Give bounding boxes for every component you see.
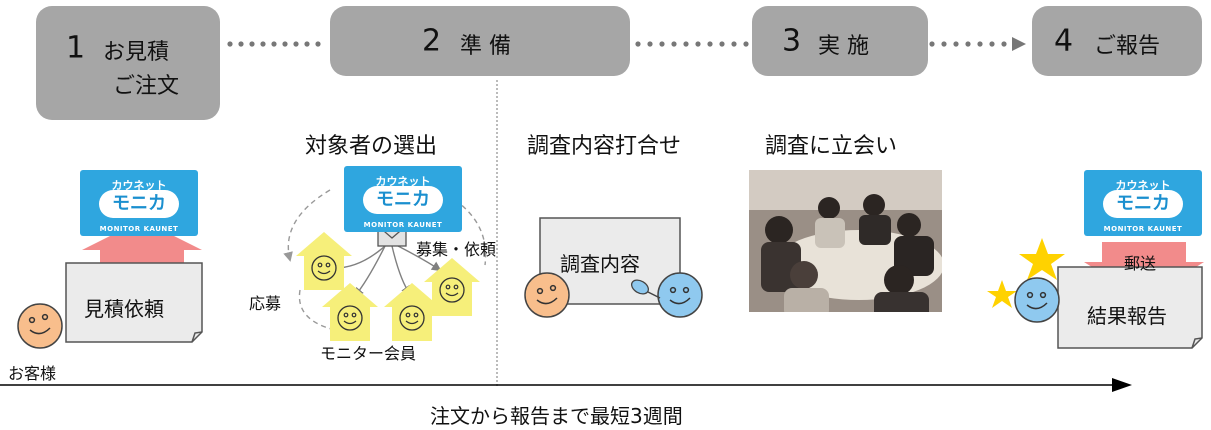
request-quote-label: 見積依頼 [84, 297, 164, 321]
step-4-box: 4 ご報告 [1032, 6, 1202, 76]
staff-face-icon [1014, 277, 1060, 323]
staff-face-icon [630, 272, 703, 318]
heading-attend: 調査に立会い [765, 134, 898, 159]
step-3-number: 3 [782, 23, 802, 59]
member-house-icon [384, 283, 440, 341]
member-house-icon [322, 283, 378, 341]
customer-face-icon [524, 272, 570, 318]
step-1-number: 1 [66, 30, 86, 66]
step-2-box: 2 準 備 [330, 6, 630, 76]
meeting-photo [749, 170, 942, 312]
heading-selection: 対象者の選出 [305, 134, 438, 159]
step-2-number: 2 [422, 23, 442, 59]
step-4-label: ご報告 [1094, 34, 1161, 59]
dotted-connector-3-4 [929, 37, 1026, 51]
members-label: モニター会員 [320, 344, 417, 363]
heading-meeting: 調査内容打合せ [527, 134, 682, 159]
monika-logo: カウネット モニカ MONITOR KAUNET [1084, 170, 1202, 236]
apply-label: 応募 [249, 294, 282, 313]
recruit-label: 募集・依頼 [416, 240, 497, 259]
step-1-label-line2: ご注文 [113, 74, 180, 99]
mail-label: 郵送 [1124, 254, 1157, 273]
customer-label: お客様 [8, 364, 57, 383]
step-3-box: 3 実 施 [752, 6, 928, 76]
member-house-icon [424, 258, 480, 316]
survey-content-label: 調査内容 [560, 252, 640, 276]
monika-logo: カウネット モニカ MONITOR KAUNET [80, 170, 198, 236]
step-1-box: 1 お見積 ご注文 [36, 6, 220, 120]
step-2-label: 準 備 [460, 34, 511, 59]
step-1-label-line1: お見積 [103, 40, 170, 65]
member-house-icon [296, 232, 352, 290]
customer-face-icon [17, 303, 63, 349]
star-icon [987, 238, 1065, 308]
footer-note: 注文から報告まで最短3週間 [430, 404, 683, 428]
step-4-number: 4 [1054, 23, 1074, 59]
monika-logo: カウネット モニカ MONITOR KAUNET [344, 166, 462, 232]
timeline-arrow [0, 378, 1132, 392]
dotted-connector-2-3 [635, 41, 749, 47]
pink-up-arrow [82, 220, 202, 275]
dotted-connector-1-2 [227, 41, 321, 47]
meeting-photo-graphic [749, 170, 942, 312]
step-3-label: 実 施 [818, 34, 869, 59]
recruit-dashed-arc [283, 189, 487, 331]
result-report-label: 結果報告 [1087, 304, 1167, 328]
